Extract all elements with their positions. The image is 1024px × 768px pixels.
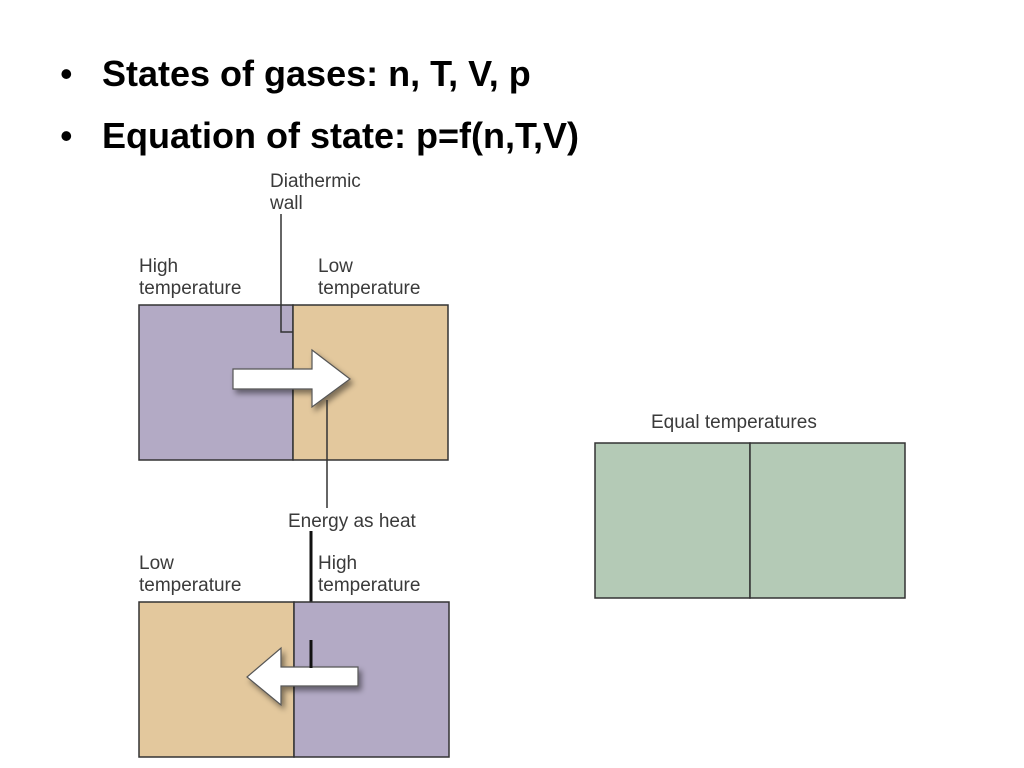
bottom-container: Low temperature High temperature: [138, 553, 450, 758]
top-container: High temperature Low temperature: [138, 256, 449, 461]
bullet-marker: •: [60, 53, 73, 94]
bottom-right-label-line2: temperature: [318, 575, 420, 596]
top-left-label-line1: High: [139, 256, 178, 277]
arrow-left-icon: [246, 646, 359, 707]
diathermic-wall-leader: [280, 214, 293, 333]
top-right-label-line2: temperature: [318, 278, 420, 299]
top-right-box: [292, 304, 449, 461]
bullet-list: • States of gases: n, T, V, p • Equation…: [60, 48, 579, 172]
bullet-text: States of gases: n, T, V, p: [102, 53, 531, 94]
bottom-left-label-line2: temperature: [139, 575, 241, 596]
diathermic-wall-label-line2: wall: [269, 193, 303, 214]
top-left-label-line2: temperature: [139, 278, 241, 299]
equal-left-box: [594, 442, 751, 599]
energy-label: Energy as heat: [288, 511, 417, 532]
bullet-item: • States of gases: n, T, V, p: [60, 48, 579, 110]
bottom-right-label-line1: High: [318, 553, 357, 574]
equal-right-box: [749, 442, 906, 599]
diathermic-wall-callout: Diathermic wall: [269, 171, 361, 333]
diathermic-wall-label-line1: Diathermic: [270, 171, 361, 192]
equal-container: Equal temperatures: [594, 412, 906, 599]
arrow-right-icon: [232, 348, 352, 409]
equal-temperatures-label: Equal temperatures: [651, 412, 817, 433]
bullet-text: Equation of state: p=f(n,T,V): [102, 115, 579, 156]
energy-callout: Energy as heat: [288, 400, 417, 668]
bullet-item: • Equation of state: p=f(n,T,V): [60, 110, 579, 172]
bottom-left-label-line1: Low: [139, 553, 174, 574]
top-right-label-line1: Low: [318, 256, 353, 277]
bullet-marker: •: [60, 115, 73, 156]
